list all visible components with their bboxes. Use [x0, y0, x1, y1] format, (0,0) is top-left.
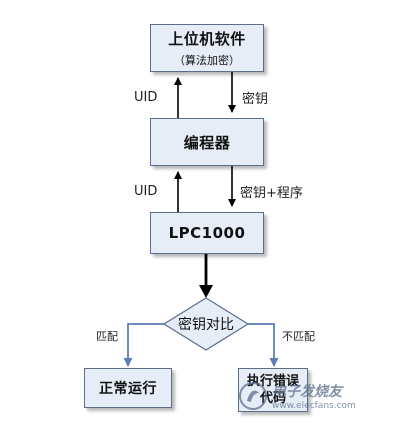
programmer-box: 编程器 [150, 118, 264, 166]
watermark: 电子发烧友 www.elecfans.com [238, 372, 398, 420]
programmer-label: 编程器 [183, 133, 231, 152]
arrow-match [123, 323, 164, 367]
watermark-text: 电子发烧友 [272, 384, 342, 400]
edge-label-uid-top: UID [134, 90, 158, 105]
edge-label-key-program: 密钥+程序 [240, 186, 303, 201]
lpc-label: LPC1000 [168, 224, 246, 242]
arrowhead-lpc-compare [199, 285, 213, 298]
watermark-url: www.elecfans.com [272, 401, 356, 411]
edge-label-key-top: 密钥 [242, 92, 269, 107]
edge-label-mismatch: 不匹配 [282, 330, 315, 343]
arrow-mismatch [248, 323, 279, 367]
normal-run-label: 正常运行 [99, 381, 157, 397]
host-software-box: 上位机软件 （算法加密） [150, 24, 264, 72]
error-box: 执行错误代码 [238, 368, 308, 412]
compare-diamond [162, 297, 250, 351]
normal-run-box: 正常运行 [84, 368, 172, 408]
host-software-sublabel: （算法加密） [174, 54, 240, 67]
elecfans-logo-icon [239, 382, 267, 410]
host-software-label: 上位机软件 [168, 30, 246, 48]
compare-label: 密钥对比 [178, 317, 234, 333]
edge-label-uid-bottom: UID [134, 184, 158, 199]
lpc-box: LPC1000 [150, 212, 264, 254]
edge-label-match: 匹配 [96, 330, 118, 343]
